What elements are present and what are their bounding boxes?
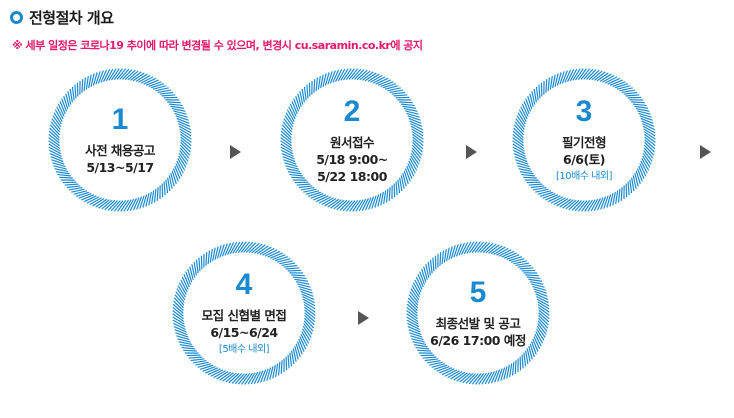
step-number: 3	[575, 95, 593, 128]
step-date: 5/13~5/17	[86, 160, 154, 175]
step-label: 사전 채용공고	[85, 143, 155, 158]
hatched-ring-icon	[172, 241, 316, 385]
step-4: 4 모집 신협별 면접 6/15~6/24 [5배수 내외]	[171, 240, 317, 386]
schedule-notice: ※ 세부 일정은 코로나19 추이에 따라 변경될 수 있으며, 변경시 cu.…	[12, 39, 423, 52]
ring-icon	[10, 10, 23, 24]
arrow-right-icon	[700, 145, 711, 159]
step-date-end: 5/22 18:00	[317, 168, 387, 184]
step-date: 6/6(토)	[563, 152, 605, 167]
step-label: 최종선발 및 공고	[435, 316, 521, 331]
step-2: 2 원서접수 5/18 9:00~ 5/22 18:00	[279, 67, 425, 213]
hatched-ring-icon	[406, 241, 550, 385]
step-date: 6/15~6/24	[210, 325, 278, 340]
arrow-right-icon	[230, 145, 241, 159]
step-date: 5/18 9:00~	[316, 151, 388, 167]
step-date: 6/26 17:00 예정	[430, 333, 526, 348]
step-number: 5	[469, 276, 487, 309]
step-number: 4	[235, 268, 253, 301]
step-3: 3 필기전형 6/6(토) [10배수 내외]	[511, 67, 657, 213]
step-note: [10배수 내외]	[555, 171, 613, 182]
step-label: 필기전형	[561, 135, 607, 150]
hatched-ring-icon	[280, 68, 424, 212]
section-header: 전형절차 개요	[10, 5, 114, 29]
step-label: 모집 신협별 면접	[201, 308, 287, 323]
step-label: 원서접수	[329, 134, 375, 150]
arrow-right-icon	[358, 311, 369, 325]
section-title: 전형절차 개요	[29, 8, 114, 27]
step-1: 1 사전 채용공고 5/13~5/17	[47, 67, 193, 213]
arrow-right-icon	[466, 145, 477, 159]
hatched-ring-icon	[512, 68, 656, 212]
step-note: [5배수 내외]	[218, 344, 270, 355]
step-number: 2	[343, 94, 361, 128]
hatched-ring-icon	[48, 68, 192, 212]
step-5: 5 최종선발 및 공고 6/26 17:00 예정	[405, 240, 551, 386]
step-number: 1	[111, 103, 129, 136]
